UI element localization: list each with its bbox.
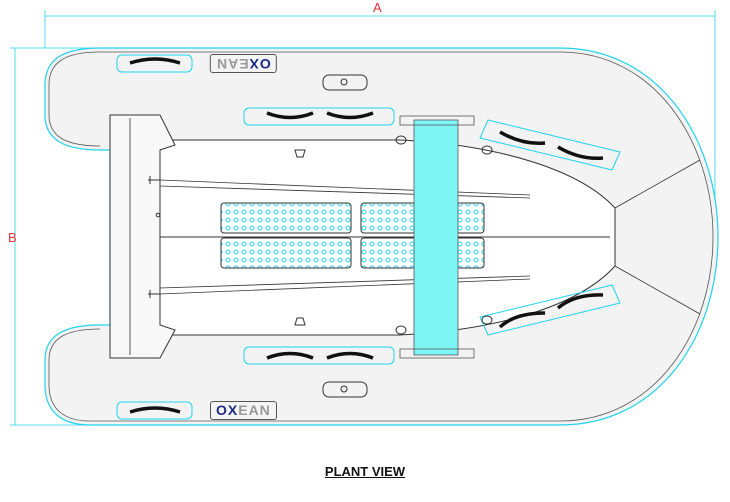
logo-text: EAN [238, 402, 271, 418]
logo-accent: OX [216, 402, 239, 418]
grab-handles [116, 54, 621, 420]
oxean-logo-bottom: OXEAN [210, 401, 277, 420]
oxean-logo-top: OXEAN [210, 54, 277, 73]
drawing-caption: PLANT VIEW [324, 464, 406, 479]
logo-accent: OX [248, 56, 271, 72]
dimension-b-label: B [8, 230, 17, 245]
seat-bench [413, 119, 459, 356]
dimension-a-label: A [373, 0, 382, 15]
transom [109, 114, 176, 359]
logo-text: EAN [216, 56, 249, 72]
oarlock-fittings [148, 74, 493, 398]
